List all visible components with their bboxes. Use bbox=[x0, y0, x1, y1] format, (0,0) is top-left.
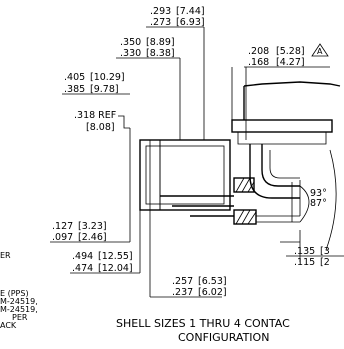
revision-flag-icon bbox=[311, 43, 329, 57]
dim-293-metric: [7.44] bbox=[176, 6, 205, 17]
dim-115-metric: [2 bbox=[320, 257, 330, 268]
dim-127-metric: [3.23] bbox=[78, 221, 107, 232]
dim-273-value: .273 bbox=[150, 17, 171, 28]
dim-350: .350 [8.89] .330 [8.38] bbox=[116, 37, 180, 59]
dim-237-metric: [6.02] bbox=[198, 287, 227, 298]
dim-257: .257 [6.53] .237 [6.02] bbox=[150, 276, 227, 298]
dim-257-value: .257 bbox=[172, 276, 193, 287]
caption: SHELL SIZES 1 THRU 4 CONTAC CONFIGURATIO… bbox=[116, 317, 290, 344]
dim-273-metric: [6.93] bbox=[176, 17, 205, 28]
dim-405-metric: [10.29] bbox=[90, 72, 125, 83]
note-spec-2: M-24519, bbox=[0, 305, 38, 314]
dim-318-metric: [8.08] bbox=[86, 122, 115, 133]
dim-168-metric: [4.27] bbox=[276, 57, 305, 68]
dim-257-metric: [6.53] bbox=[198, 276, 227, 287]
dim-494-value: .494 bbox=[72, 251, 93, 262]
dim-115-value: .115 bbox=[294, 257, 315, 268]
dim-318-value: .318 REF bbox=[74, 110, 116, 121]
dim-208-metric: [5.28] bbox=[276, 46, 305, 57]
dim-293-value: .293 bbox=[150, 6, 171, 17]
dim-135-value: .135 bbox=[294, 246, 315, 257]
dim-405: .405 [10.29] .385 [9.78] bbox=[62, 72, 130, 95]
note-pps: E (PPS) bbox=[0, 289, 29, 298]
dim-385-metric: [9.78] bbox=[90, 84, 119, 95]
dim-208-value: .208 bbox=[248, 46, 269, 57]
dim-127: .127 [3.23] .097 [2.46] bbox=[50, 221, 130, 243]
note-per: PER bbox=[12, 313, 28, 322]
dim-385-value: .385 bbox=[64, 84, 85, 95]
dim-097-metric: [2.46] bbox=[78, 232, 107, 243]
dim-318-ref: .318 REF [8.08] bbox=[74, 110, 130, 133]
caption-line-2: CONFIGURATION bbox=[178, 331, 269, 344]
dim-237-value: .237 bbox=[172, 287, 193, 298]
dim-293: .293 [7.44] .273 [6.93] bbox=[146, 6, 205, 28]
hatched-ferrule bbox=[233, 177, 257, 225]
note-er: ER bbox=[0, 251, 11, 260]
caption-line-1: SHELL SIZES 1 THRU 4 CONTAC bbox=[116, 317, 290, 330]
note-spec-1: M-24519, bbox=[0, 297, 38, 306]
note-ack: ACK bbox=[0, 321, 17, 330]
dim-474-metric: [12.04] bbox=[98, 263, 133, 274]
connector-body bbox=[129, 27, 341, 297]
dim-494-metric: [12.55] bbox=[98, 251, 133, 262]
dim-208: .208 [5.28] .168 [4.27] A bbox=[231, 43, 330, 140]
dim-474-value: .474 bbox=[72, 263, 93, 274]
angle-93: 93° bbox=[310, 188, 327, 199]
dim-350-value: .350 bbox=[120, 37, 141, 48]
dim-330-value: .330 bbox=[120, 48, 141, 59]
dim-350-metric: [8.89] bbox=[146, 37, 175, 48]
dim-330-metric: [8.38] bbox=[146, 48, 175, 59]
angle-dim: 93° 87° bbox=[299, 185, 327, 223]
angle-87: 87° bbox=[310, 198, 327, 209]
left-notes: ER E (PPS) M-24519, M-24519, PER ACK bbox=[0, 251, 38, 330]
dim-168-value: .168 bbox=[248, 57, 269, 68]
dim-494: .494 [12.55] .474 [12.04] bbox=[70, 251, 140, 274]
revision-flag-letter: A bbox=[317, 47, 323, 56]
dim-135: .135 [3 .115 [2 bbox=[286, 246, 344, 268]
dim-405-value: .405 bbox=[64, 72, 85, 83]
dim-135-metric: [3 bbox=[320, 246, 330, 257]
dim-127-value: .127 bbox=[52, 221, 73, 232]
dim-097-value: .097 bbox=[52, 232, 73, 243]
